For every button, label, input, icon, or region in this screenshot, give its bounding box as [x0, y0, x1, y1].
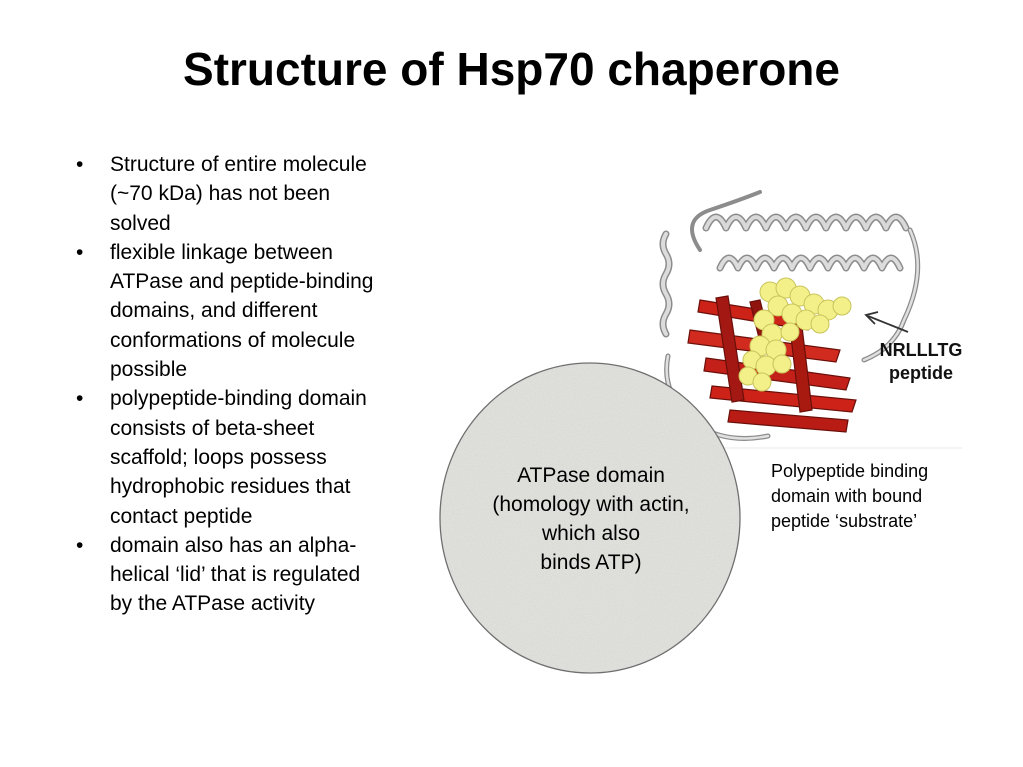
peptide-label: NRLLLTG peptide: [866, 339, 976, 385]
bullet-marker: •: [76, 533, 84, 557]
peptide-word: peptide: [888, 363, 953, 383]
bullet-line: (~70 kDa) has not been: [110, 182, 331, 206]
slide-title: Structure of Hsp70 chaperone: [183, 43, 840, 95]
bullet-line: Structure of entire molecule: [110, 153, 367, 176]
bullet-line: polypeptide-binding domain: [110, 387, 367, 411]
bullet-line: conformations of molecule: [110, 328, 356, 352]
bullet-line: helical ‘lid’ that is regulated: [110, 563, 361, 587]
bullet-line: solved: [110, 211, 171, 235]
caption-line: peptide ‘substrate’: [771, 511, 918, 531]
bullet-line: ATPase and peptide-binding: [110, 270, 374, 294]
bullet-item: • polypeptide-binding domain consists of…: [70, 384, 450, 530]
atpase-label-line: which also: [541, 522, 641, 545]
bullet-item: • flexible linkage between ATPase and pe…: [70, 238, 450, 384]
bullet-marker: •: [76, 153, 84, 176]
binding-domain-caption: Polypeptide binding domain with bound pe…: [771, 459, 1001, 534]
bullet-marker: •: [76, 240, 84, 264]
bullet-marker: •: [76, 387, 84, 411]
bullet-line: domains, and different: [110, 299, 318, 323]
bullet-list: • Structure of entire molecule (~70 kDa)…: [70, 150, 450, 619]
bullet-line: consists of beta-sheet: [110, 416, 315, 440]
bullet-item: • domain also has an alpha- helical ‘lid…: [70, 531, 450, 619]
peptide-sequence: NRLLLTG: [879, 340, 963, 360]
bullet-item: • Structure of entire molecule (~70 kDa)…: [70, 150, 450, 238]
bound-peptide: [738, 277, 852, 392]
bullet-line: by the ATPase activity: [110, 592, 316, 616]
peptide-arrow: [864, 311, 909, 333]
caption-line: domain with bound: [771, 486, 923, 506]
atpase-label-line: ATPase domain: [517, 464, 665, 487]
caption-line: Polypeptide binding: [771, 461, 929, 481]
bullet-line: domain also has an alpha-: [110, 533, 357, 557]
bullet-line: scaffold; loops possess: [110, 445, 327, 469]
atpase-label-line: (homology with actin,: [492, 493, 690, 516]
alpha-helical-lid: [659, 190, 921, 441]
bullet-line: hydrophobic residues that: [110, 475, 351, 499]
atpase-domain-circle: [439, 362, 741, 674]
bullet-line: possible: [110, 358, 188, 382]
atpase-label-line: binds ATP): [540, 551, 642, 574]
bullet-line: flexible linkage between: [110, 240, 333, 264]
atpase-domain-label: ATPase domain (homology with actin, whic…: [462, 461, 720, 577]
bullet-line: contact peptide: [110, 504, 253, 528]
